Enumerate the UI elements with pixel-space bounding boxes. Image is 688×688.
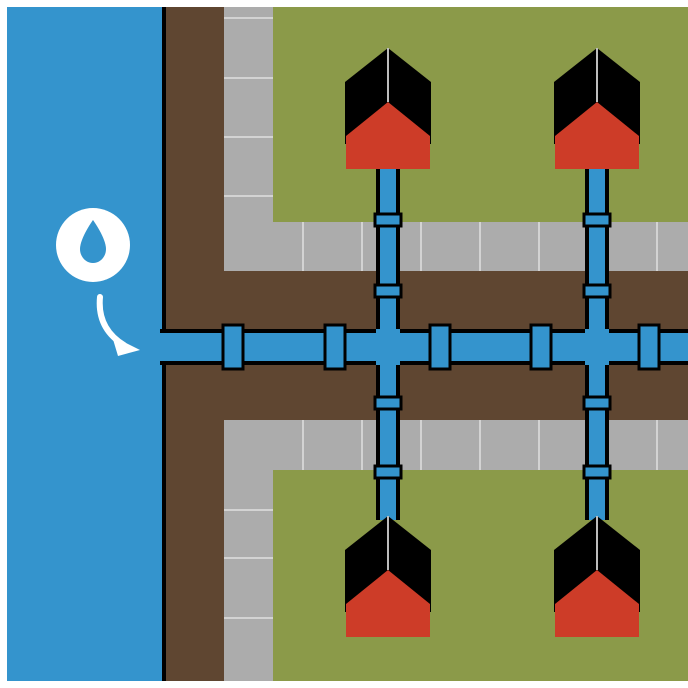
pipe-junction-left-fill [366, 333, 410, 361]
pipe-coupling [529, 323, 553, 371]
house-icon [345, 48, 431, 169]
water-drop-icon [56, 208, 130, 282]
pipe-couplings [221, 212, 661, 480]
house-wall [555, 102, 639, 169]
pipe-coupling [428, 323, 452, 371]
pipe-coupling [582, 283, 612, 299]
houses [345, 48, 640, 637]
house-icon [554, 516, 640, 637]
pipe-junction-right-fill [575, 333, 619, 361]
water-body [7, 7, 164, 681]
curved-arrow-icon [96, 294, 140, 356]
pipe-coupling [373, 464, 403, 480]
pipe-coupling [582, 395, 612, 411]
pipe-coupling [373, 395, 403, 411]
house-wall [555, 570, 639, 637]
house-wall [346, 570, 430, 637]
pipe-coupling [582, 464, 612, 480]
pipe-coupling [582, 212, 612, 228]
pipe-coupling [373, 283, 403, 299]
pipe-coupling [373, 212, 403, 228]
house-icon [345, 516, 431, 637]
house-wall [346, 102, 430, 169]
pipe-coupling [637, 323, 661, 371]
house-icon [554, 48, 640, 169]
pipe-coupling [323, 323, 347, 371]
pipe-coupling [221, 323, 245, 371]
pipe-network [160, 168, 688, 520]
